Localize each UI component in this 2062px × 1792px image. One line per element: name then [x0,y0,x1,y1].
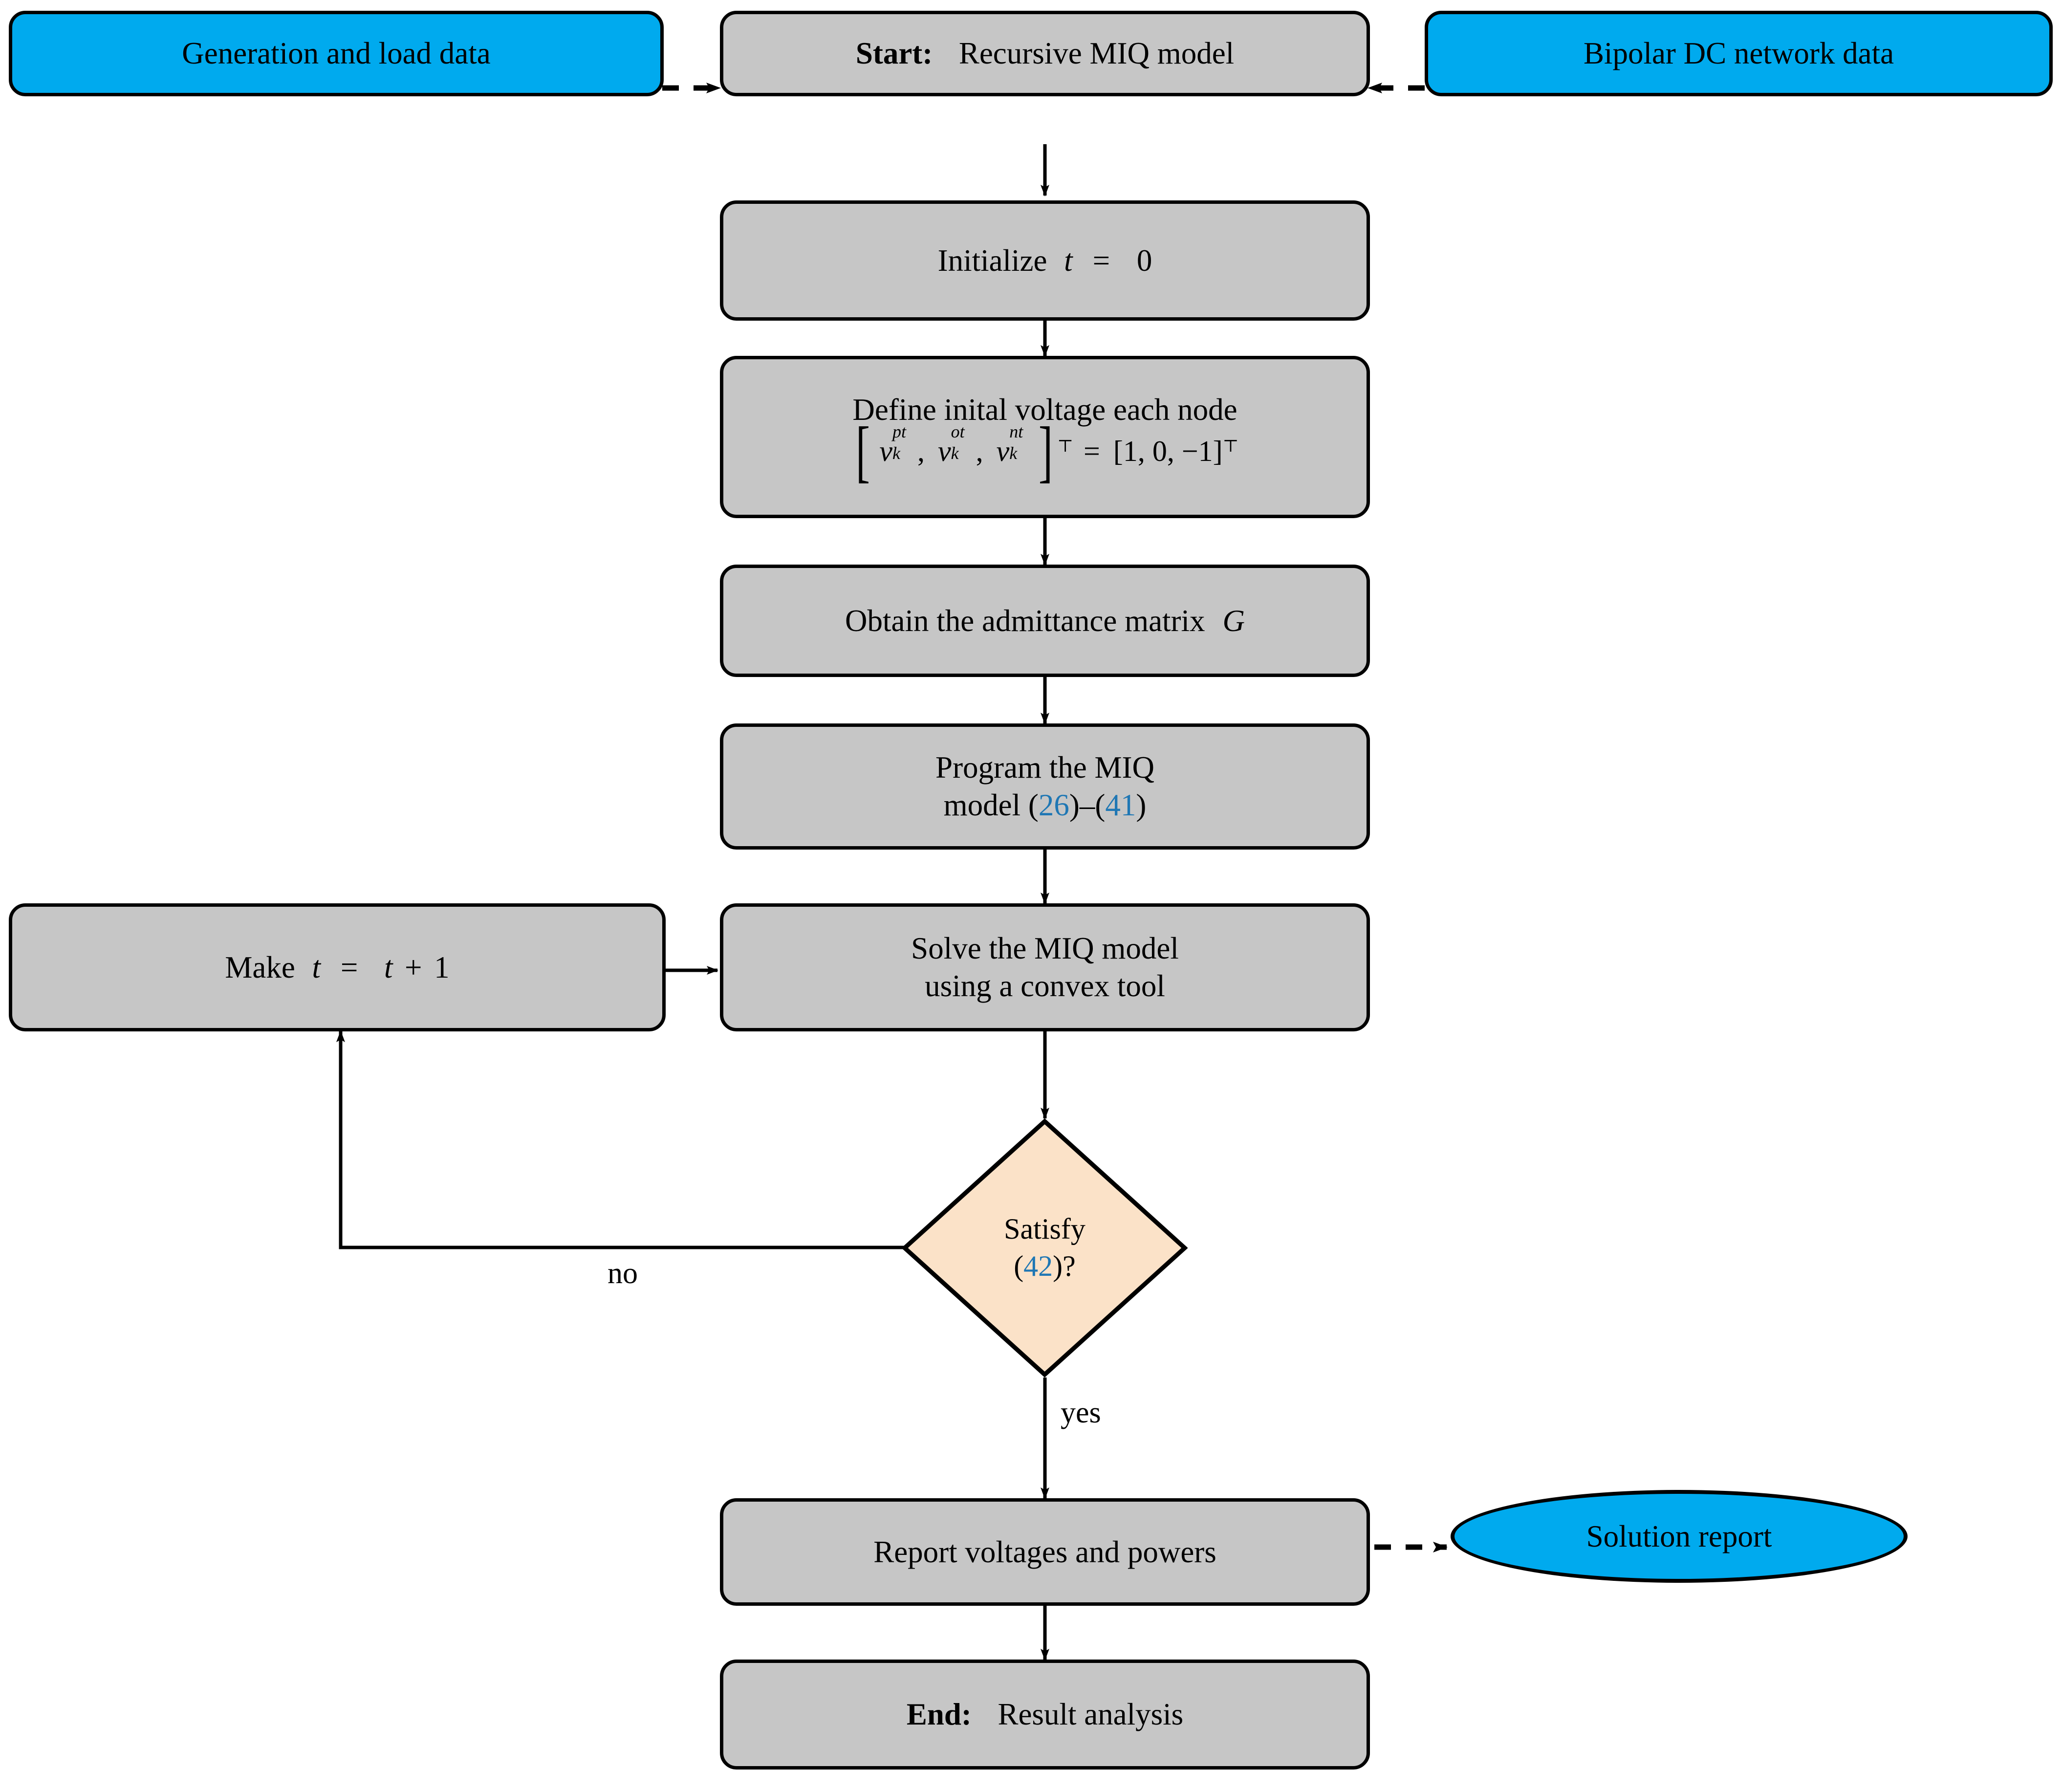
program-miq-line2-suffix: ) [1136,788,1147,822]
equation-ref-26[interactable]: 26 [1038,788,1069,822]
satisfy-label: Satisfy (42)? [902,1118,1188,1377]
equation-ref-41[interactable]: 41 [1105,788,1136,822]
diamond-shape [902,1118,1188,1377]
program-miq-line2-mid: )–( [1069,788,1106,822]
make-t-variable: t [312,950,321,984]
start-label: Start: Recursive MIQ model [723,35,1367,72]
satisfy-close-paren: )? [1053,1250,1076,1282]
edge-satisfy-no-to-make-t [336,1030,908,1249]
admittance-variable: G [1222,603,1245,638]
node-generation-and-load-data[interactable]: Generation and load data [9,11,664,96]
node-bipolar-dc-network-data[interactable]: Bipolar DC network data [1425,11,2053,96]
generation-and-load-data-label: Generation and load data [182,36,491,71]
node-start[interactable]: Start: Recursive MIQ model [720,11,1370,96]
node-program-miq[interactable]: Program the MIQ model (26)–(41) [720,723,1370,850]
comma-1: , [917,435,925,468]
node-solution-report[interactable]: Solution report [1451,1490,1908,1583]
comma-2: , [976,435,983,468]
node-initialize[interactable]: Initialize t = 0 [720,200,1370,321]
start-text: Recursive MIQ model [958,36,1235,71]
node-solve-miq[interactable]: Solve the MIQ model using a convex tool [720,903,1370,1031]
end-text: Result analysis [998,1697,1184,1732]
initialize-variable: t [1064,243,1073,278]
start-bold-prefix: Start: [855,36,933,71]
end-bold-prefix: End: [906,1697,972,1732]
initialize-label: Initialize t = 0 [723,242,1367,280]
node-make-t-increment[interactable]: Make t = t + 1 [9,903,666,1031]
bipolar-dc-network-data-label: Bipolar DC network data [1583,36,1894,71]
node-end[interactable]: End: Result analysis [720,1660,1370,1770]
satisfy-line2: (42)? [1004,1248,1085,1285]
admittance-matrix-label: Obtain the admittance matrix G [723,602,1367,640]
edge-label-yes: yes [1061,1396,1101,1429]
program-miq-line2: model (26)–(41) [736,787,1354,824]
initialize-value: 0 [1136,243,1152,278]
equation-ref-42[interactable]: 42 [1023,1250,1053,1282]
make-t-one: 1 [434,950,450,984]
solve-miq-line1: Solve the MIQ model [911,931,1179,966]
program-miq-line2-prefix: model ( [943,788,1039,822]
bracket-open-left: [ [855,413,870,489]
node-admittance-matrix[interactable]: Obtain the admittance matrix G [720,565,1370,677]
node-report-voltages-powers[interactable]: Report voltages and powers [720,1498,1370,1606]
make-t-equals: = [340,950,358,984]
solve-miq-label: Solve the MIQ model using a convex tool [723,930,1367,1005]
satisfy-line1: Satisfy [1004,1213,1085,1246]
initialize-equals: = [1092,243,1110,278]
make-t-expr-variable: t [384,950,393,984]
make-t-label: Make t = t + 1 [12,949,662,986]
solve-miq-line2: using a convex tool [925,969,1165,1003]
formula-equals: = [1084,435,1100,468]
report-label: Report voltages and powers [873,1534,1216,1569]
program-miq-label: Program the MIQ model (26)–(41) [723,749,1367,824]
initialize-prefix: Initialize [937,243,1047,278]
node-satisfy-decision[interactable]: Satisfy (42)? [902,1118,1188,1377]
define-initial-voltage-line1: Define inital voltage each node [852,393,1237,427]
program-miq-line1: Program the MIQ [935,750,1154,785]
edge-label-no: no [608,1257,638,1290]
make-t-plus: + [405,950,422,984]
make-t-prefix: Make [225,950,295,984]
solution-report-label: Solution report [1586,1519,1772,1553]
satisfy-open-paren: ( [1014,1250,1024,1282]
formula-rhs: [1, 0, −1] [1113,435,1223,468]
end-label: End: Result analysis [723,1696,1367,1733]
admittance-prefix: Obtain the admittance matrix [845,603,1205,638]
bracket-close-left: ] [1039,413,1053,489]
